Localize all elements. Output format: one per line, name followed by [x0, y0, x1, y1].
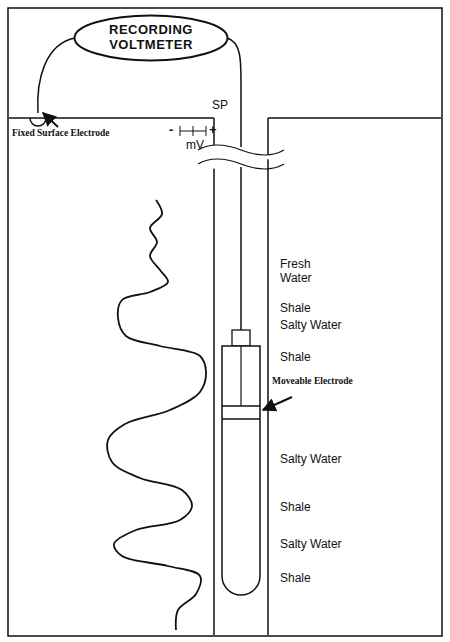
moveable-electrode	[222, 418, 260, 419]
mv-scale-tick	[193, 126, 194, 136]
mv-scale-tick	[180, 126, 181, 136]
callout-label: Fixed Surface Electrode	[12, 128, 109, 139]
moveable-electrode	[222, 405, 260, 406]
polarity-sign: +	[209, 122, 217, 138]
ellipse-shape	[75, 16, 228, 61]
formation-label: Shale	[280, 301, 311, 315]
unit-label: mV	[186, 138, 204, 152]
polarity-sign: -	[169, 122, 173, 138]
borehole-wall	[213, 118, 215, 635]
wire	[227, 38, 241, 147]
leader-arrow	[263, 397, 292, 410]
sonde-body	[222, 346, 260, 595]
formation-label: Shale	[280, 571, 311, 585]
ground-surface	[268, 117, 441, 119]
callout-label: Moveable Electrode	[272, 376, 353, 387]
mv-scale-tick	[206, 126, 207, 136]
formation-label: Shale	[280, 500, 311, 514]
formation-label: Salty Water	[280, 452, 342, 466]
leader-arrow	[43, 113, 58, 127]
surface-electrode	[30, 118, 46, 126]
voltmeter-ellipse: RECORDING VOLTMETER	[73, 14, 229, 62]
frame	[8, 8, 442, 636]
ground-surface	[9, 117, 214, 119]
depth-break-mask	[198, 145, 284, 169]
formation-label: Shale	[280, 350, 311, 364]
sp-log-curve	[107, 200, 206, 630]
formation-label: Fresh Water	[280, 257, 324, 286]
sonde-lead	[240, 346, 241, 406]
formation-label: Salty Water	[280, 537, 342, 551]
log-name: SP	[212, 98, 228, 112]
sonde-cap	[232, 330, 250, 346]
instrument-name: RECORDING VOLTMETER	[95, 23, 207, 53]
formation-label: Salty Water	[280, 318, 342, 332]
wire	[240, 167, 242, 330]
wire	[38, 38, 75, 113]
borehole-wall	[267, 118, 269, 635]
